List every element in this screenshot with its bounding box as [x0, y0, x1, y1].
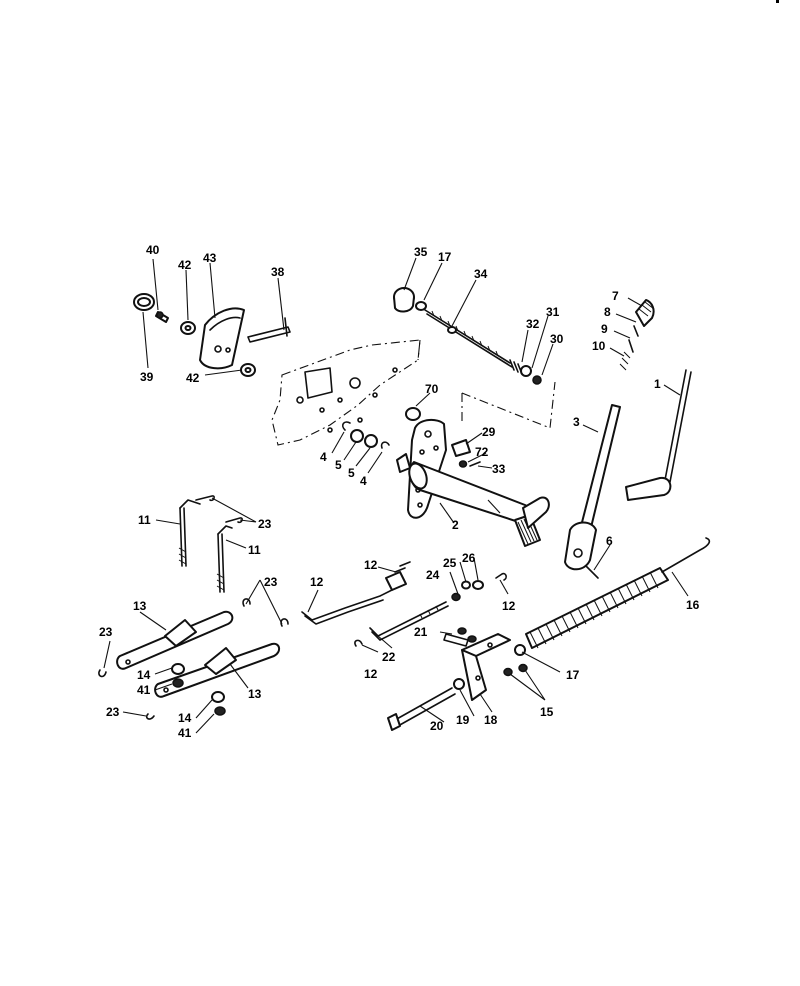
callout-23-mid: 23 — [264, 575, 278, 589]
callout-10: 10 — [592, 339, 606, 353]
callout-4-right: 4 — [360, 474, 367, 488]
callout-15: 15 — [540, 705, 554, 719]
callout-16: 16 — [686, 598, 700, 612]
callout-26: 26 — [462, 551, 476, 565]
rod-34-assembly — [393, 287, 542, 385]
callout-23-left: 23 — [99, 625, 113, 639]
washer-70 — [405, 407, 421, 421]
callout-41-bottom: 41 — [178, 726, 192, 740]
callout-12-top: 12 — [364, 558, 378, 572]
callout-72: 72 — [475, 445, 489, 459]
callout-1: 1 — [654, 377, 661, 391]
callout-19: 19 — [456, 713, 470, 727]
callout-8: 8 — [604, 305, 611, 319]
lift-links — [98, 495, 289, 720]
callout-22: 22 — [382, 650, 396, 664]
spring-16 — [525, 537, 711, 649]
callout-21: 21 — [414, 625, 428, 639]
callout-30: 30 — [550, 332, 564, 346]
callout-13-bottom: 13 — [248, 687, 262, 701]
callout-70: 70 — [425, 382, 439, 396]
callout-35: 35 — [414, 245, 428, 259]
callout-29: 29 — [482, 425, 496, 439]
callout-5-left: 5 — [335, 458, 342, 472]
corner-mark — [776, 0, 779, 3]
callout-11-left: 11 — [138, 513, 151, 527]
callout-4-left: 4 — [320, 450, 327, 464]
callout-7: 7 — [612, 289, 619, 303]
lift-shaft — [396, 418, 550, 547]
callout-2: 2 — [452, 518, 459, 532]
callout-17-top: 17 — [438, 250, 452, 264]
callout-labels: 40 42 43 38 39 42 35 17 34 32 31 30 7 8 … — [99, 243, 700, 740]
callout-3: 3 — [573, 415, 580, 429]
callout-39: 39 — [140, 370, 154, 384]
callout-9: 9 — [601, 322, 608, 336]
callout-42-bottom: 42 — [186, 371, 200, 385]
callout-5-right: 5 — [348, 466, 355, 480]
callout-20: 20 — [430, 719, 444, 733]
callout-43: 43 — [203, 251, 217, 265]
callout-40: 40 — [146, 243, 160, 257]
callout-31: 31 — [546, 305, 560, 319]
callout-42-top: 42 — [178, 258, 192, 272]
callout-18: 18 — [484, 713, 498, 727]
callout-6: 6 — [606, 534, 613, 548]
callout-23-top: 23 — [258, 517, 272, 531]
callout-13-top: 13 — [133, 599, 147, 613]
knob-assembly — [133, 293, 291, 377]
lift-lever — [564, 299, 692, 579]
callout-17-bottom: 17 — [566, 668, 580, 682]
callout-14-bottom: 14 — [178, 711, 192, 725]
callout-23-bottom: 23 — [106, 705, 120, 719]
callout-24: 24 — [426, 568, 440, 582]
callout-25: 25 — [443, 556, 457, 570]
callout-32: 32 — [526, 317, 540, 331]
callout-34: 34 — [474, 267, 488, 281]
callout-14-top: 14 — [137, 668, 151, 682]
callout-12-left: 12 — [310, 575, 324, 589]
washers-4-5 — [342, 421, 390, 449]
callout-41-top: 41 — [137, 683, 151, 697]
leader-lines — [103, 257, 689, 734]
callout-12-bottom: 12 — [364, 667, 378, 681]
callout-11-right: 11 — [248, 543, 261, 557]
linkage-rods — [301, 561, 507, 647]
alignment-line — [461, 381, 556, 429]
callout-12-right: 12 — [502, 599, 516, 613]
callout-38: 38 — [271, 265, 285, 279]
frame-plate — [271, 339, 421, 446]
callout-33: 33 — [492, 462, 506, 476]
